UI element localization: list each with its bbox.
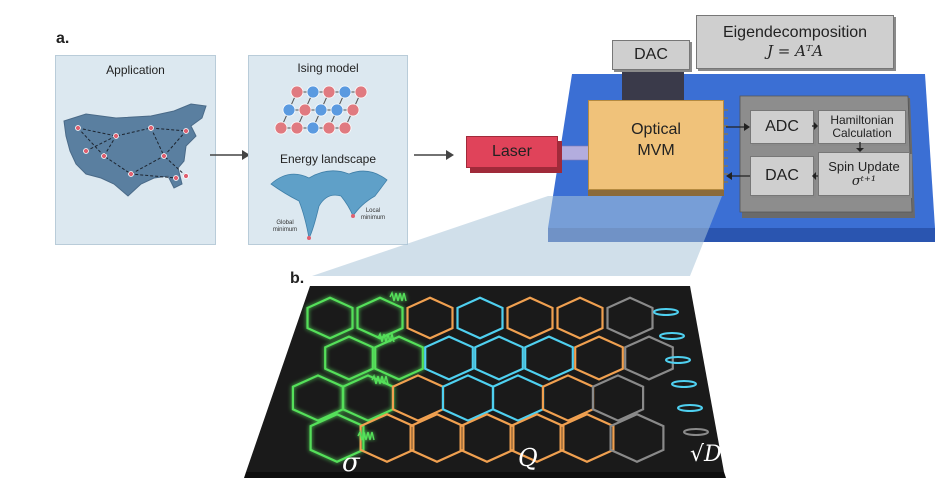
lattice-hexagon <box>624 335 674 381</box>
dac-top-label: DAC <box>634 46 668 63</box>
ising-title: Ising model <box>297 61 359 75</box>
hamiltonian-line2: Calculation <box>832 126 892 140</box>
dac-right-block: DAC <box>750 156 814 196</box>
sqrt-d-ring <box>683 428 709 436</box>
lattice-hexagon <box>559 412 615 464</box>
lattice-hexagon <box>374 335 424 381</box>
wave-signal-icon <box>389 290 407 302</box>
lattice-hexagon <box>591 374 645 422</box>
wave-signal-icon <box>371 373 389 385</box>
wave-signal-icon <box>357 429 375 441</box>
optical-label: Optical <box>631 121 681 138</box>
application-panel: Application <box>55 55 216 245</box>
lattice-hexagon <box>456 296 504 340</box>
hamiltonian-line1: Hamiltonian <box>830 113 894 127</box>
lattice-hexagon <box>609 412 665 464</box>
eigendecomposition-formula: J = AᵀA <box>766 42 824 60</box>
sqrt-d-ring <box>659 332 685 340</box>
panel-a-label: a. <box>56 30 70 47</box>
adc-block: ADC <box>750 110 814 144</box>
laser-label: Laser <box>491 143 533 160</box>
wave-signal-icon <box>377 331 395 343</box>
sqrt-d-label: √D <box>690 442 722 467</box>
lattice-hexagon <box>406 296 454 340</box>
lattice-hexagon <box>356 296 404 340</box>
lattice-hexagon <box>509 412 565 464</box>
usa-map-illustration <box>63 103 207 197</box>
lattice-hexagon <box>556 296 604 340</box>
panel-b-label: b. <box>290 270 305 287</box>
lattice-hexagon <box>506 296 554 340</box>
lattice-hexagon <box>359 412 415 464</box>
eigendecomposition-block: Eigendecomposition J = AᵀA <box>696 15 894 69</box>
lattice-hexagon <box>306 296 354 340</box>
sqrt-d-ring <box>653 308 679 316</box>
lattice-hexagon <box>324 335 374 381</box>
spin-update-formula: σᵗ⁺¹ <box>851 174 877 189</box>
map-pins <box>75 125 189 181</box>
sigma-label: σ <box>342 448 360 478</box>
lattice-hexagon <box>474 335 524 381</box>
lattice-hexagon <box>606 296 654 340</box>
laser-block: Laser <box>466 136 558 168</box>
spin-update-line1: Spin Update <box>828 159 900 174</box>
sqrt-d-ring <box>677 404 703 412</box>
sqrt-d-ring <box>665 356 691 364</box>
global-minimum-label: Global minimum <box>272 220 298 233</box>
hamiltonian-block: Hamiltonian Calculation <box>818 110 906 144</box>
lattice-hexagon <box>409 412 465 464</box>
adc-label: ADC <box>765 118 799 135</box>
lattice-hexagon <box>459 412 515 464</box>
mvm-label: MVM <box>637 142 675 159</box>
sqrt-d-ring <box>671 380 697 388</box>
lattice-hexagon <box>424 335 474 381</box>
optical-mvm-block: Optical MVM <box>588 100 724 190</box>
application-title: Application <box>106 63 165 77</box>
q-label: Q <box>518 444 538 472</box>
spin-update-block: Spin Update σᵗ⁺¹ <box>818 152 910 196</box>
dac-right-label: DAC <box>765 167 799 184</box>
ising-lattice-illustration <box>270 85 388 240</box>
lattice-hexagon <box>309 412 365 464</box>
eigendecomposition-title: Eigendecomposition <box>722 24 868 41</box>
dac-top-block: DAC <box>612 40 690 70</box>
energy-landscape-title: Energy landscape <box>279 152 377 166</box>
lattice-hexagon <box>574 335 624 381</box>
lattice-hexagon <box>524 335 574 381</box>
